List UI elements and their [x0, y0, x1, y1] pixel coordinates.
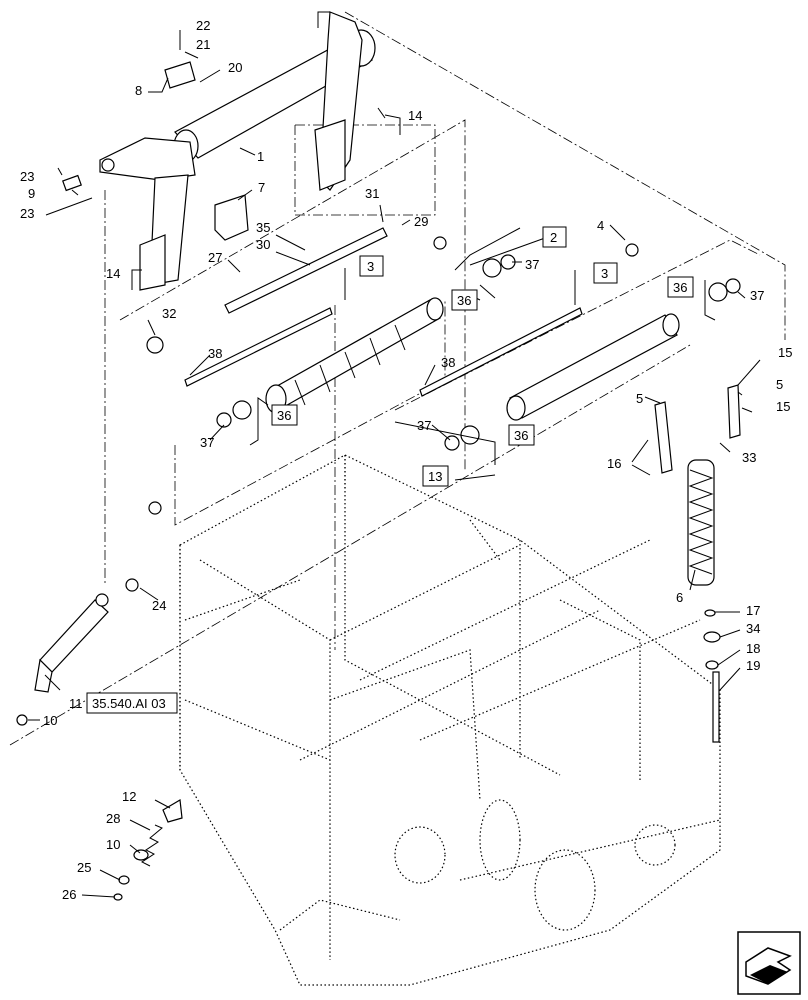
boxed-callout-2: 2 [550, 230, 557, 245]
callout-24: 24 [152, 598, 166, 613]
hydraulic-cylinder [16, 578, 139, 726]
callout-25: 25 [77, 860, 91, 875]
spiral-roller [265, 297, 444, 414]
callout-23-upper: 23 [20, 169, 34, 184]
boxed-callout-3-right: 3 [601, 266, 608, 281]
callout-10-upper: 10 [43, 713, 57, 728]
rods [184, 227, 583, 397]
boxed-callout-3-left: 3 [367, 259, 374, 274]
callout-38-b: 38 [441, 355, 455, 370]
callout-19: 19 [746, 658, 760, 673]
upper-bracket-parts [62, 61, 346, 291]
callout-17: 17 [746, 603, 760, 618]
boxed-callout-36-c: 36 [277, 408, 291, 423]
callout-26: 26 [62, 887, 76, 902]
callout-32: 32 [162, 306, 176, 321]
callout-5-left: 5 [636, 391, 643, 406]
callout-14-left: 14 [106, 266, 120, 281]
callout-31: 31 [365, 186, 379, 201]
callout-37-a: 37 [525, 257, 539, 272]
callout-5-right: 5 [776, 377, 783, 392]
callout-37-b: 37 [750, 288, 764, 303]
callout-15-lower: 15 [776, 399, 790, 414]
leader-lines [28, 30, 761, 898]
callout-labels: 1 4 5 5 6 7 8 9 10 10 11 12 14 14 15 15 … [20, 18, 792, 902]
callout-8: 8 [135, 83, 142, 98]
callout-34: 34 [746, 621, 760, 636]
callout-29: 29 [414, 214, 428, 229]
lower-spring [113, 799, 183, 901]
boxed-callout-36-b: 36 [673, 280, 687, 295]
callout-10-lower: 10 [106, 837, 120, 852]
callout-35: 35 [256, 220, 270, 235]
callout-9: 9 [28, 186, 35, 201]
reference-label: 35.540.AI 03 [92, 696, 166, 711]
callout-23-lower: 23 [20, 206, 34, 221]
callout-11: 11 [69, 696, 83, 711]
boxed-callout-36-d: 36 [514, 428, 528, 443]
callout-6: 6 [676, 590, 683, 605]
callout-20: 20 [228, 60, 242, 75]
callout-28: 28 [106, 811, 120, 826]
callout-27: 27 [208, 250, 222, 265]
plain-roller [506, 313, 680, 421]
box-frames [86, 226, 694, 714]
spring-assembly [654, 384, 741, 743]
callout-1: 1 [257, 149, 264, 164]
navigation-arrow-icon[interactable] [737, 931, 801, 995]
boxed-callout-labels: 2 3 3 36 36 36 36 13 35.540.AI 03 [92, 230, 687, 711]
callout-12: 12 [122, 789, 136, 804]
callout-4: 4 [597, 218, 604, 233]
callout-22: 22 [196, 18, 210, 33]
callout-16: 16 [607, 456, 621, 471]
phantom-lines [9, 11, 786, 746]
callout-18: 18 [746, 641, 760, 656]
callout-30: 30 [256, 237, 270, 252]
bearings [146, 236, 741, 515]
callout-38-a: 38 [208, 346, 222, 361]
boxed-callout-36-a: 36 [457, 293, 471, 308]
callout-21: 21 [196, 37, 210, 52]
callout-7: 7 [258, 180, 265, 195]
frame-assembly [179, 454, 721, 986]
boxed-callout-13: 13 [428, 469, 442, 484]
callout-37-d: 37 [417, 418, 431, 433]
callout-33: 33 [742, 450, 756, 465]
callout-37-c: 37 [200, 435, 214, 450]
callout-14-upper: 14 [408, 108, 422, 123]
callout-15-upper: 15 [778, 345, 792, 360]
